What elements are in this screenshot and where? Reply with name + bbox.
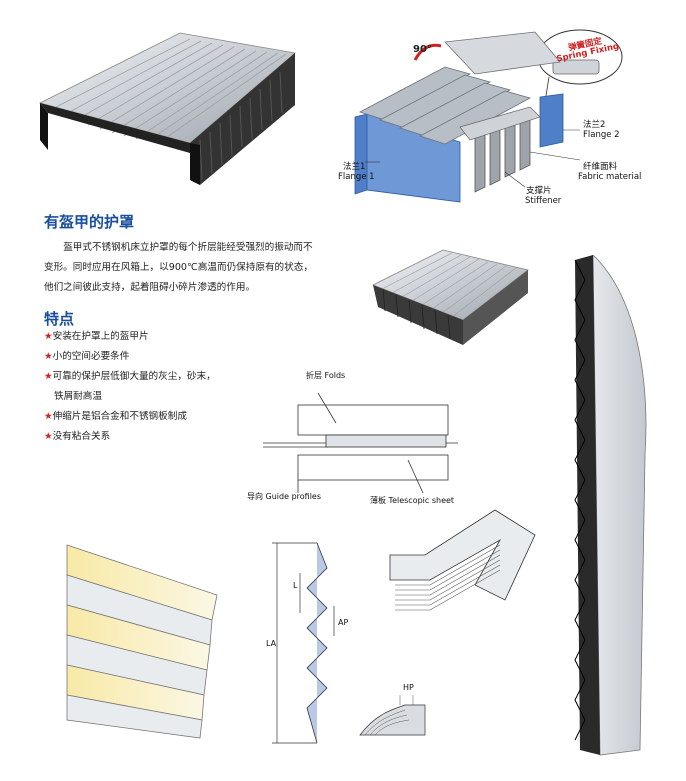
telescopic-sheet-label: 薄板 Telescopic sheet xyxy=(370,496,455,505)
guide-profiles-label: 导向 Guide profiles xyxy=(247,492,322,501)
intro-line-2: 变形。同时应用在风箱上，以900℃高温而仍保持原有的状态， xyxy=(44,262,313,273)
intro-paragraph: 盔甲式不锈钢机床立护罩的每个折层能经受强烈的振动而不 变形。同时应用在风箱上，以… xyxy=(44,238,349,298)
feature-item: ★没有粘合关系 xyxy=(44,431,111,442)
feature-item: ★安装在护罩上的盔甲片 xyxy=(44,331,149,342)
feature-item: ★可靠的保护层低御大量的灰尘，砂末， xyxy=(44,371,216,382)
bellows-cover-photo-small xyxy=(372,249,529,345)
hp-pleat-illustration xyxy=(359,695,426,736)
armor-construction-diagram xyxy=(354,29,623,203)
features-list: ★安装在护罩上的盔甲片 ★小的空间必要条件 ★可靠的保护层低御大量的灰尘，砂末，… xyxy=(44,327,274,447)
fabric-cn-label: 纤维面料 xyxy=(583,162,618,172)
stiffener-en-label: Stiffener xyxy=(525,196,562,206)
dimension-diagram xyxy=(272,542,335,744)
bellows-cover-photo-large xyxy=(38,32,296,185)
star-icon: ★ xyxy=(44,411,53,422)
stiffener-cn-label: 支撑片 xyxy=(526,186,552,196)
section-title: 有盔甲的护罩 xyxy=(44,213,135,231)
star-icon: ★ xyxy=(44,431,53,442)
flange1-en-label: Flange 1 xyxy=(338,172,375,182)
feature-item: ★小的空间必要条件 xyxy=(44,351,130,362)
intro-line-1: 盔甲式不锈钢机床立护罩的每个折层能经受强烈的振动而不 xyxy=(63,242,313,253)
dim-ap-label: AP xyxy=(338,618,349,627)
features-title: 特点 xyxy=(44,310,75,328)
flange2-en-label: Flange 2 xyxy=(583,130,620,140)
armor-pleat-illustration xyxy=(66,544,218,739)
dim-la-label: LA xyxy=(266,639,277,648)
telescopic-section-diagram xyxy=(263,392,458,494)
flange1-cn-label: 法兰1 xyxy=(343,162,366,172)
dim-hp-label: HP xyxy=(403,683,414,692)
feature-item-continued: 铁屑耐高温 xyxy=(54,391,102,402)
flange2-cn-label: 法兰2 xyxy=(583,120,606,130)
star-icon: ★ xyxy=(44,351,53,362)
folds-label: 折层 Folds xyxy=(306,371,346,380)
feature-item: ★伸缩片是铝合金和不锈钢板制成 xyxy=(44,411,187,422)
star-icon: ★ xyxy=(44,331,53,342)
stacked-profile-illustration xyxy=(389,509,536,611)
fabric-en-label: Fabric material xyxy=(578,172,642,182)
star-icon: ★ xyxy=(44,371,53,382)
angle-label: 90° xyxy=(413,44,432,55)
intro-line-3: 他们之间彼此支持，起着阻碍小碎片渗透的作用。 xyxy=(44,282,256,293)
vertical-bellows-photo xyxy=(574,255,647,756)
dim-l-label: L xyxy=(293,581,298,590)
